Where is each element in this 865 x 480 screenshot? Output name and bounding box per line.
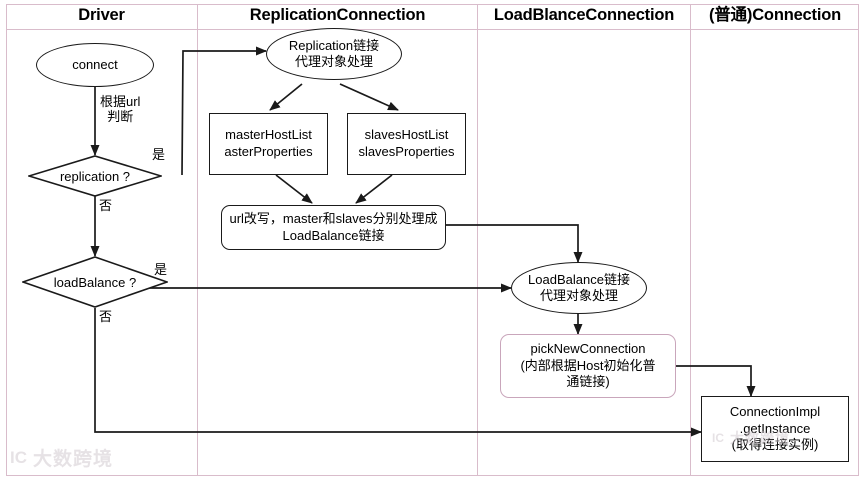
node-url-rewrite[interactable]: url改写，master和slaves分别处理成 LoadBalance链接 xyxy=(221,205,446,250)
edge-proxy-to-master xyxy=(269,83,303,111)
edge-label-by-url: 根据url 判断 xyxy=(100,94,141,124)
node-replication-question[interactable]: replication ? xyxy=(28,155,162,197)
node-loadbalance-proxy-line1: LoadBalance链接 xyxy=(528,272,630,288)
edge-label-loadbalance-no: 否 xyxy=(99,309,113,324)
node-slaves-hostlist-line1: slavesHostList xyxy=(364,127,449,143)
lane-title-loadblance: LoadBlanceConnection xyxy=(493,6,675,24)
node-pick-new-connection-line3: 通链接) xyxy=(566,374,610,390)
lane-title-replication: ReplicationConnection xyxy=(249,6,426,24)
node-url-rewrite-line1: url改写，master和slaves分别处理成 xyxy=(229,210,438,226)
lane-divider-1 xyxy=(197,4,198,476)
node-pick-new-connection[interactable]: pickNewConnection (内部根据Host初始化普 通链接) xyxy=(500,334,676,398)
edge-master-to-urlrewrite xyxy=(275,174,313,204)
node-replication-question-label: replication ? xyxy=(59,168,131,184)
node-pick-new-connection-line1: pickNewConnection xyxy=(530,341,646,357)
node-connect[interactable]: connect xyxy=(36,43,154,87)
lane-divider-2 xyxy=(477,4,478,476)
edge-label-replication-no: 否 xyxy=(99,198,113,213)
node-connection-impl-line1: ConnectionImpl xyxy=(729,403,821,419)
edge-loadbalance-no xyxy=(94,308,702,437)
node-loadbalance-proxy[interactable]: LoadBalance链接 代理对象处理 xyxy=(511,262,647,314)
node-loadbalance-question[interactable]: loadBalance ? xyxy=(22,256,168,308)
node-connection-impl-line2: .getInstance xyxy=(739,420,811,436)
edge-label-loadbalance-yes: 是 xyxy=(154,262,168,277)
edge-proxy-to-slaves xyxy=(339,83,399,111)
swimlane-header-rule xyxy=(6,29,859,30)
node-replication-proxy-line1: Replication链接 xyxy=(288,38,380,54)
swimlane-frame xyxy=(6,4,859,476)
node-replication-proxy[interactable]: Replication链接 代理对象处理 xyxy=(266,28,402,80)
node-slaves-hostlist-line2: slavesProperties xyxy=(358,144,455,159)
node-master-hostlist[interactable]: masterHostList asterProperties xyxy=(209,113,328,175)
lane-title-driver: Driver xyxy=(78,6,125,24)
edge-slaves-to-urlrewrite xyxy=(355,174,393,204)
node-url-rewrite-line2: LoadBalance链接 xyxy=(282,227,385,243)
node-connection-impl[interactable]: ConnectionImpl .getInstance (取得连接实例) xyxy=(701,396,849,462)
node-replication-proxy-line2: 代理对象处理 xyxy=(294,54,373,69)
lane-divider-3 xyxy=(690,4,691,476)
edge-label-replication-yes: 是 xyxy=(152,147,166,162)
edge-replication-yes xyxy=(181,46,267,176)
node-slaves-hostlist[interactable]: slavesHostList slavesProperties xyxy=(347,113,466,175)
node-pick-new-connection-line2: (内部根据Host初始化普 xyxy=(520,357,656,373)
node-master-hostlist-line1: masterHostList xyxy=(225,127,312,143)
lane-title-plain: (普通)Connection xyxy=(709,6,841,24)
edge-urlrewrite-to-lbproxy xyxy=(446,224,583,263)
node-loadbalance-proxy-line2: 代理对象处理 xyxy=(539,288,618,303)
node-connection-impl-line3: (取得连接实例) xyxy=(731,437,819,453)
node-loadbalance-question-label: loadBalance ? xyxy=(53,274,137,290)
node-master-hostlist-line2: asterProperties xyxy=(224,144,313,159)
edge-picknew-to-connimpl xyxy=(676,365,756,397)
